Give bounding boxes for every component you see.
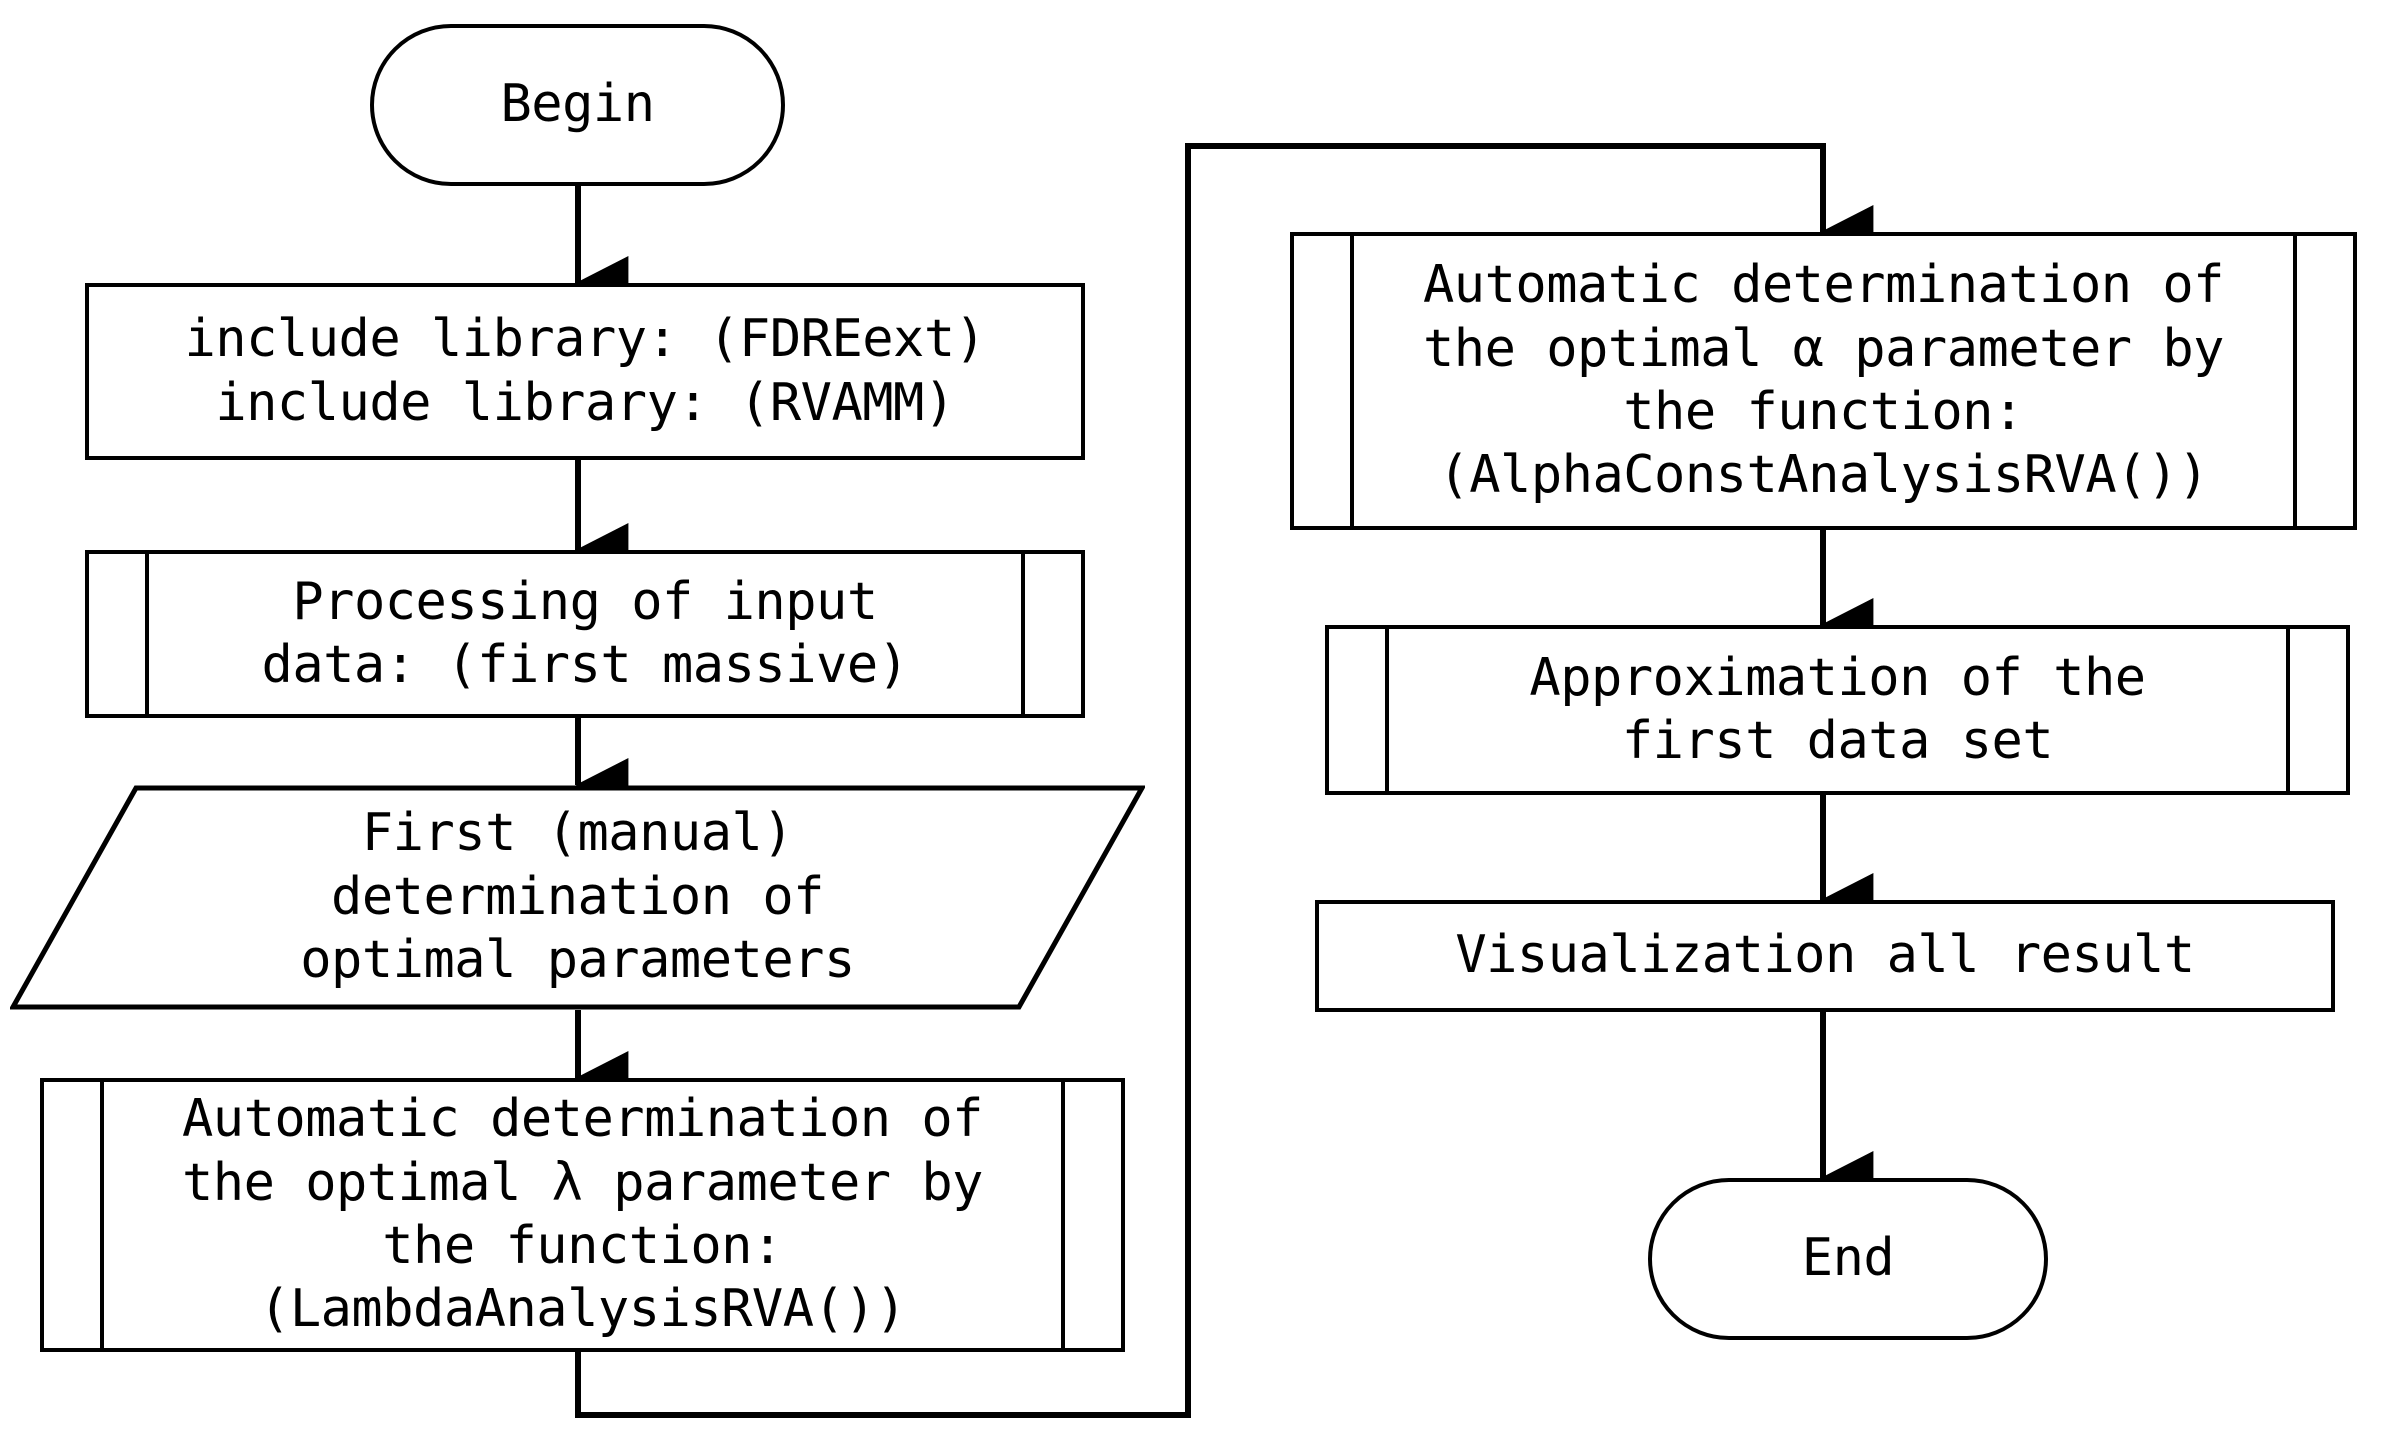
node-lambda-determination-label: Automatic determination of the optimal λ… [182, 1089, 983, 1340]
predefined-process-right-bar [1021, 554, 1025, 714]
node-approximation-first-data-set-label: Approximation of the first data set [1529, 647, 2146, 771]
node-alpha-determination[interactable]: Automatic determination of the optimal α… [1290, 232, 2357, 530]
predefined-process-right-bar [1061, 1082, 1065, 1348]
node-include-libraries[interactable]: include library: (FDREext) include libra… [85, 283, 1085, 460]
node-approximation-first-data-set[interactable]: Approximation of the first data set [1325, 625, 2350, 795]
predefined-process-left-bar [1350, 236, 1354, 526]
predefined-process-left-bar [1385, 629, 1389, 791]
node-begin[interactable]: Begin [370, 24, 785, 186]
node-visualization-all-result-label: Visualization all result [1455, 925, 2195, 986]
predefined-process-left-bar [100, 1082, 104, 1348]
node-approximation-first-data-set-text: Approximation of the first data set [1395, 629, 2280, 791]
predefined-process-right-bar [2286, 629, 2290, 791]
node-alpha-determination-label: Automatic determination of the optimal α… [1423, 255, 2224, 506]
node-first-manual-determination-text: First (manual) determination of optimal … [140, 785, 1015, 1010]
node-lambda-determination-text: Automatic determination of the optimal λ… [110, 1082, 1055, 1348]
node-processing-input-data-text: Processing of input data: (first massive… [155, 554, 1015, 714]
node-end-label: End [1801, 1228, 1895, 1289]
node-include-libraries-label: include library: (FDREext) include libra… [184, 309, 986, 433]
node-alpha-determination-text: Automatic determination of the optimal α… [1360, 236, 2287, 526]
predefined-process-right-bar [2293, 236, 2297, 526]
node-visualization-all-result[interactable]: Visualization all result [1315, 900, 2335, 1012]
parallelogram-shape [10, 785, 1145, 1010]
predefined-process-left-bar [145, 554, 149, 714]
node-lambda-determination[interactable]: Automatic determination of the optimal λ… [40, 1078, 1125, 1352]
node-end[interactable]: End [1648, 1178, 2048, 1340]
node-first-manual-determination[interactable]: First (manual) determination of optimal … [10, 785, 1145, 1010]
node-first-manual-determination-label: First (manual) determination of optimal … [300, 803, 855, 991]
node-processing-input-data[interactable]: Processing of input data: (first massive… [85, 550, 1085, 718]
node-begin-label: Begin [500, 74, 655, 135]
node-processing-input-data-label: Processing of input data: (first massive… [261, 571, 909, 695]
